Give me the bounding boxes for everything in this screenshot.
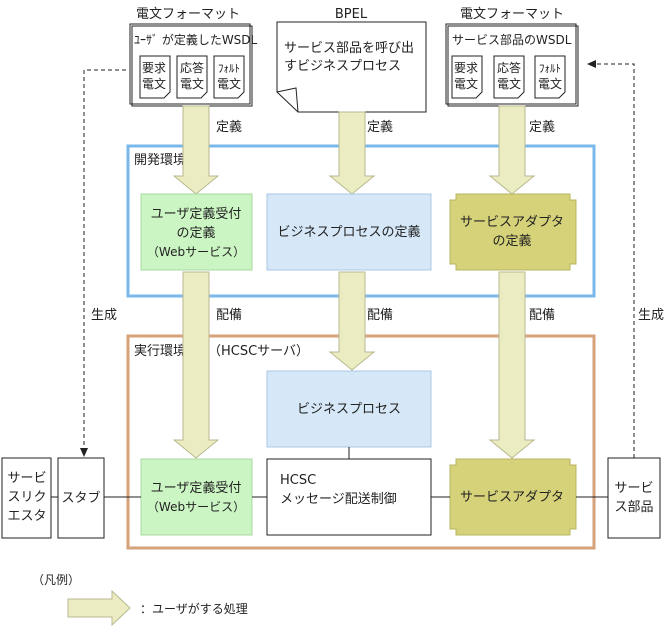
left-format-heading: 電文フォーマット: [136, 7, 240, 22]
service-wsdl-document: サービス部品のWSDL 要求 電文 応答 電文 ﾌｫﾙﾄ 電文: [445, 23, 579, 107]
svg-text:応答: 応答: [497, 60, 521, 75]
svg-text:の定義: の定義: [176, 225, 215, 241]
svg-text:応答: 応答: [180, 60, 204, 75]
svg-text:要求: 要求: [454, 61, 478, 75]
generate-service-connector: [587, 60, 635, 458]
request-message-sheet: 要求 電文: [139, 55, 171, 99]
fault-message-sheet: ﾌｫﾙﾄ 電文: [534, 55, 566, 99]
service-adapter-box: サービスアダプタ: [449, 458, 577, 536]
svg-text:ﾌｫﾙﾄ: ﾌｫﾙﾄ: [218, 62, 240, 75]
service-adapter-definition-box: サービスアダプタ の定義: [449, 193, 577, 271]
svg-text:電文: 電文: [454, 76, 478, 91]
bpel-heading: BPEL: [335, 7, 368, 22]
legend-title: （凡例）: [32, 573, 80, 587]
svg-text:メッセージ配送制御: メッセージ配送制御: [280, 492, 397, 507]
service-wsdl-title: サービス部品のWSDL: [452, 32, 572, 47]
svg-text:ユーザ定義受付: ユーザ定義受付: [151, 480, 242, 496]
svg-text:（Webサービス）: （Webサービス）: [147, 245, 245, 259]
hcsc-message-routing-box: HCSC メッセージ配送制御: [266, 458, 432, 536]
svg-text:ス部品: ス部品: [614, 500, 653, 515]
generate-label-right: 生成: [638, 308, 664, 323]
request-message-sheet: 要求 電文: [451, 55, 483, 99]
svg-text:電文: 電文: [217, 76, 241, 91]
business-process-box: ビジネスプロセス: [266, 370, 432, 448]
service-component-box: サービ ス部品: [607, 457, 661, 539]
user-definition-box: ユーザ定義受付 の定義 （Webサービス）: [140, 193, 253, 271]
response-message-sheet: 応答 電文: [176, 55, 208, 99]
deploy-arrow-left: [172, 271, 220, 459]
svg-text:電文: 電文: [180, 76, 204, 91]
svg-text:サービス部品を呼び出: サービス部品を呼び出: [284, 41, 414, 56]
svg-text:電文: 電文: [497, 76, 521, 91]
generate-label-left: 生成: [91, 308, 117, 323]
run-environment-title: 実行環境: [134, 343, 186, 359]
define-label-right: 定義: [529, 119, 555, 135]
user-receiver-box: ユーザ定義受付 （Webサービス）: [140, 458, 253, 536]
svg-text:サービスアダプタ: サービスアダプタ: [460, 490, 564, 505]
bpel-document: サービス部品を呼び出 すビジネスプロセス: [276, 21, 427, 113]
svg-text:スリク: スリク: [7, 490, 46, 505]
svg-text:エスタ: エスタ: [7, 509, 46, 524]
svg-text:（Webサービス）: （Webサービス）: [147, 500, 245, 514]
svg-text:ビジネスプロセスの定義: ビジネスプロセスの定義: [277, 224, 420, 240]
run-environment-subtitle: （HCSCサーバ）: [208, 344, 309, 359]
svg-text:サービ: サービ: [614, 481, 653, 496]
svg-text:ビジネスプロセス: ビジネスプロセス: [297, 402, 401, 417]
svg-text:ユーザ定義受付: ユーザ定義受付: [151, 206, 242, 222]
svg-text:電文: 電文: [538, 76, 562, 91]
define-arrow-center: [328, 111, 376, 195]
svg-text:すビジネスプロセス: すビジネスプロセス: [284, 59, 401, 74]
right-format-heading: 電文フォーマット: [460, 7, 564, 22]
deploy-label-left: 配備: [216, 307, 242, 323]
svg-text:サービスアダプタ: サービスアダプタ: [460, 215, 564, 230]
svg-text:スタブ: スタブ: [61, 490, 100, 506]
deploy-label-center: 配備: [367, 307, 393, 323]
define-arrow-right: [488, 105, 536, 195]
svg-text:サービ: サービ: [7, 471, 46, 486]
user-wsdl-title: ﾕｰｻﾞ が定義したWSDL: [134, 32, 258, 47]
business-process-definition-box: ビジネスプロセスの定義: [266, 193, 432, 271]
generate-stub-connector: [80, 69, 126, 457]
user-wsdl-document: ﾕｰｻﾞ が定義したWSDL 要求 電文 応答 電文 ﾌｫﾙﾄ 電文: [129, 23, 258, 107]
svg-text:ﾌｫﾙﾄ: ﾌｫﾙﾄ: [539, 62, 561, 75]
legend-text: ：ユーザがする処理: [140, 601, 248, 616]
stub-box: スタブ: [57, 457, 105, 539]
svg-text:の定義: の定義: [492, 233, 531, 249]
define-label-left: 定義: [216, 119, 242, 135]
define-arrow-left: [172, 105, 220, 195]
deploy-arrow-center: [328, 271, 376, 371]
response-message-sheet: 応答 電文: [493, 55, 525, 99]
deploy-label-right: 配備: [529, 307, 555, 323]
svg-text:HCSC: HCSC: [280, 473, 316, 488]
define-label-center: 定義: [367, 119, 393, 135]
svg-text:要求: 要求: [142, 61, 166, 75]
legend-arrow-icon: [67, 589, 131, 627]
deploy-arrow-right: [488, 271, 536, 459]
service-requester-box: サービ スリク エスタ: [1, 457, 52, 539]
svg-text:電文: 電文: [142, 76, 166, 91]
dev-environment-title: 開発環境: [134, 153, 186, 168]
fault-message-sheet: ﾌｫﾙﾄ 電文: [213, 55, 245, 99]
